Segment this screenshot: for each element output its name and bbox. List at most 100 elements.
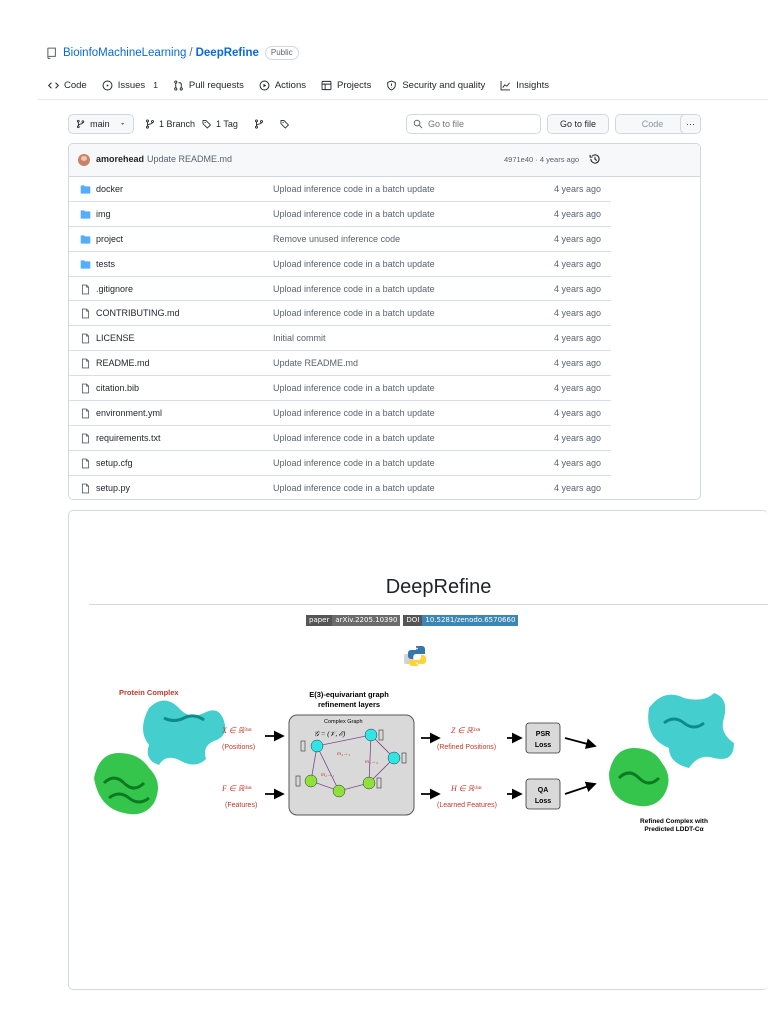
graph-node [332, 784, 346, 798]
file-name-link[interactable]: docker [96, 184, 124, 194]
graph-node [304, 774, 318, 788]
file-commit-time: 4 years ago [553, 233, 601, 244]
file-commit-message-link[interactable]: Initial commit [273, 333, 326, 344]
graph-eq: 𝒢 = (𝒱, ℰ) [314, 730, 346, 738]
tags-button[interactable] [280, 114, 294, 134]
code-button[interactable]: Code [615, 114, 690, 134]
compare-branch-button[interactable] [254, 114, 268, 134]
readme-title-rule [89, 604, 768, 605]
input-protein-complex-image [94, 700, 226, 815]
file-commit-message-link[interactable]: Upload inference code in a batch update [273, 308, 435, 319]
branches-count: 1 Branch [159, 119, 196, 129]
readme-title: DeepRefine [385, 576, 492, 598]
file-name-link[interactable]: LICENSE [96, 333, 135, 344]
qa-label: QA [538, 787, 549, 794]
file-commit-message-link[interactable]: Remove unused inference code [273, 233, 401, 244]
deeprefine-architecture-diagram: Protein Complex X ∈ ℝ³ˣⁿ (Positions) F ∈… [94, 688, 734, 833]
file-commit-message-link[interactable]: Upload inference code in a batch update [273, 258, 435, 269]
qa-loss-box [525, 778, 561, 810]
tab-actions[interactable]: Actions [259, 80, 306, 91]
badge-left: DOI [403, 615, 423, 626]
more-options-button[interactable]: ··· [680, 114, 701, 134]
tab-insights[interactable]: Insights [500, 80, 549, 91]
file-name-link[interactable]: environment.yml [96, 408, 163, 419]
h-learned-label: (Learned Features) [437, 802, 497, 809]
tab-code[interactable]: Code [48, 80, 87, 91]
tab-pull-requests[interactable]: Pull requests [173, 80, 244, 91]
tab-issues[interactable]: Issues 1 [102, 80, 158, 91]
file-row: README.md Update README.md 4 years ago [69, 351, 611, 377]
file-row: requirements.txt Upload inference code in… [69, 426, 611, 451]
file-row: LICENSE Initial commit 4 years ago [69, 326, 611, 352]
file-icon [81, 383, 90, 394]
badge-left: paper [306, 615, 333, 626]
graph-node [310, 739, 324, 753]
tags-link[interactable]: 1 Tag [202, 114, 238, 134]
tab-label: Projects [337, 79, 372, 91]
repo-name-link[interactable]: DeepRefine [195, 47, 259, 59]
tab-security[interactable]: Security and quality [386, 80, 485, 91]
file-icon [81, 284, 90, 294]
file-commit-message-link[interactable]: Upload inference code in a batch update [273, 184, 435, 194]
repo-nav-tabs: Code Issues 1 Pull requests Actions Proj… [48, 74, 564, 96]
history-icon[interactable] [589, 153, 601, 165]
tag-icon [202, 120, 212, 129]
go-to-file-input[interactable] [428, 119, 528, 129]
git-branch-icon [76, 119, 85, 129]
badge-right: 10.5281/zenodo.6570660 [422, 615, 519, 626]
file-commit-message-link[interactable]: Upload inference code in a batch update [273, 383, 435, 394]
file-name-link[interactable]: tests [96, 258, 116, 269]
file-commit-message-link[interactable]: Upload inference code in a batch update [273, 482, 435, 493]
file-commit-message-link[interactable]: Upload inference code in a batch update [273, 432, 435, 443]
file-commit-message-link[interactable]: Upload inference code in a batch update [273, 208, 435, 219]
file-name-link[interactable]: project [96, 233, 124, 244]
commit-hash-time[interactable]: 4971e40 · 4 years ago [504, 155, 580, 164]
x-positions-eq: X ∈ ℝ³ˣⁿ [221, 726, 252, 735]
branch-select-button[interactable]: main [68, 114, 134, 134]
file-name-link[interactable]: citation.bib [96, 383, 140, 394]
avatar[interactable] [78, 154, 90, 166]
output-label-2: Predicted LDDT-Cα [644, 826, 703, 833]
file-name-link[interactable]: requirements.txt [96, 432, 161, 443]
z-refined-label: (Refined Positions) [437, 744, 496, 751]
table-icon [321, 80, 332, 90]
psr-loss-label: Loss [535, 742, 551, 749]
file-name-link[interactable]: setup.cfg [96, 457, 133, 468]
file-row: img Upload inference code in a batch upda… [69, 202, 611, 227]
commit-author-link[interactable]: amorehead [96, 154, 145, 164]
file-icon [81, 408, 90, 419]
file-row: CONTRIBUTING.md Upload inference code in … [69, 301, 611, 327]
file-commit-time: 4 years ago [553, 482, 601, 493]
file-name-link[interactable]: img [96, 208, 111, 219]
file-commit-message-link[interactable]: Upload inference code in a batch update [273, 457, 435, 468]
folder-icon [80, 210, 91, 219]
go-to-file-button[interactable]: Go to file [547, 114, 609, 134]
commit-message-link[interactable]: Update README.md [147, 154, 233, 164]
file-commit-time: 4 years ago [553, 358, 601, 369]
folder-icon [80, 235, 91, 244]
file-commit-time: 4 years ago [553, 408, 601, 419]
tab-projects[interactable]: Projects [321, 80, 371, 91]
file-commit-message-link[interactable]: Upload inference code in a batch update [273, 408, 435, 419]
file-commit-time: 4 years ago [553, 184, 601, 194]
badge-right: arXiv.2205.10390 [332, 615, 401, 626]
issues-count: 1 [153, 80, 158, 90]
branches-link[interactable]: 1 Branch [145, 114, 195, 134]
file-name-link[interactable]: .gitignore [96, 283, 134, 294]
file-icon [81, 309, 90, 319]
file-commit-time: 4 years ago [553, 333, 601, 344]
h-learned-eq: H ∈ ℝᵈˣⁿ [450, 784, 482, 793]
file-icon [81, 483, 90, 494]
go-to-file-search[interactable] [406, 114, 541, 134]
file-commit-message-link[interactable]: Update README.md [273, 358, 359, 369]
file-name-link[interactable]: CONTRIBUTING.md [96, 308, 180, 319]
repo-owner-link[interactable]: BioinfoMachineLearning [63, 47, 187, 59]
file-name-link[interactable]: setup.py [96, 482, 131, 493]
z-refined-eq: Z ∈ ℝ³ˣⁿ [451, 726, 480, 735]
file-name-link[interactable]: README.md [96, 358, 150, 369]
file-commit-message-link[interactable]: Upload inference code in a batch update [273, 283, 435, 294]
